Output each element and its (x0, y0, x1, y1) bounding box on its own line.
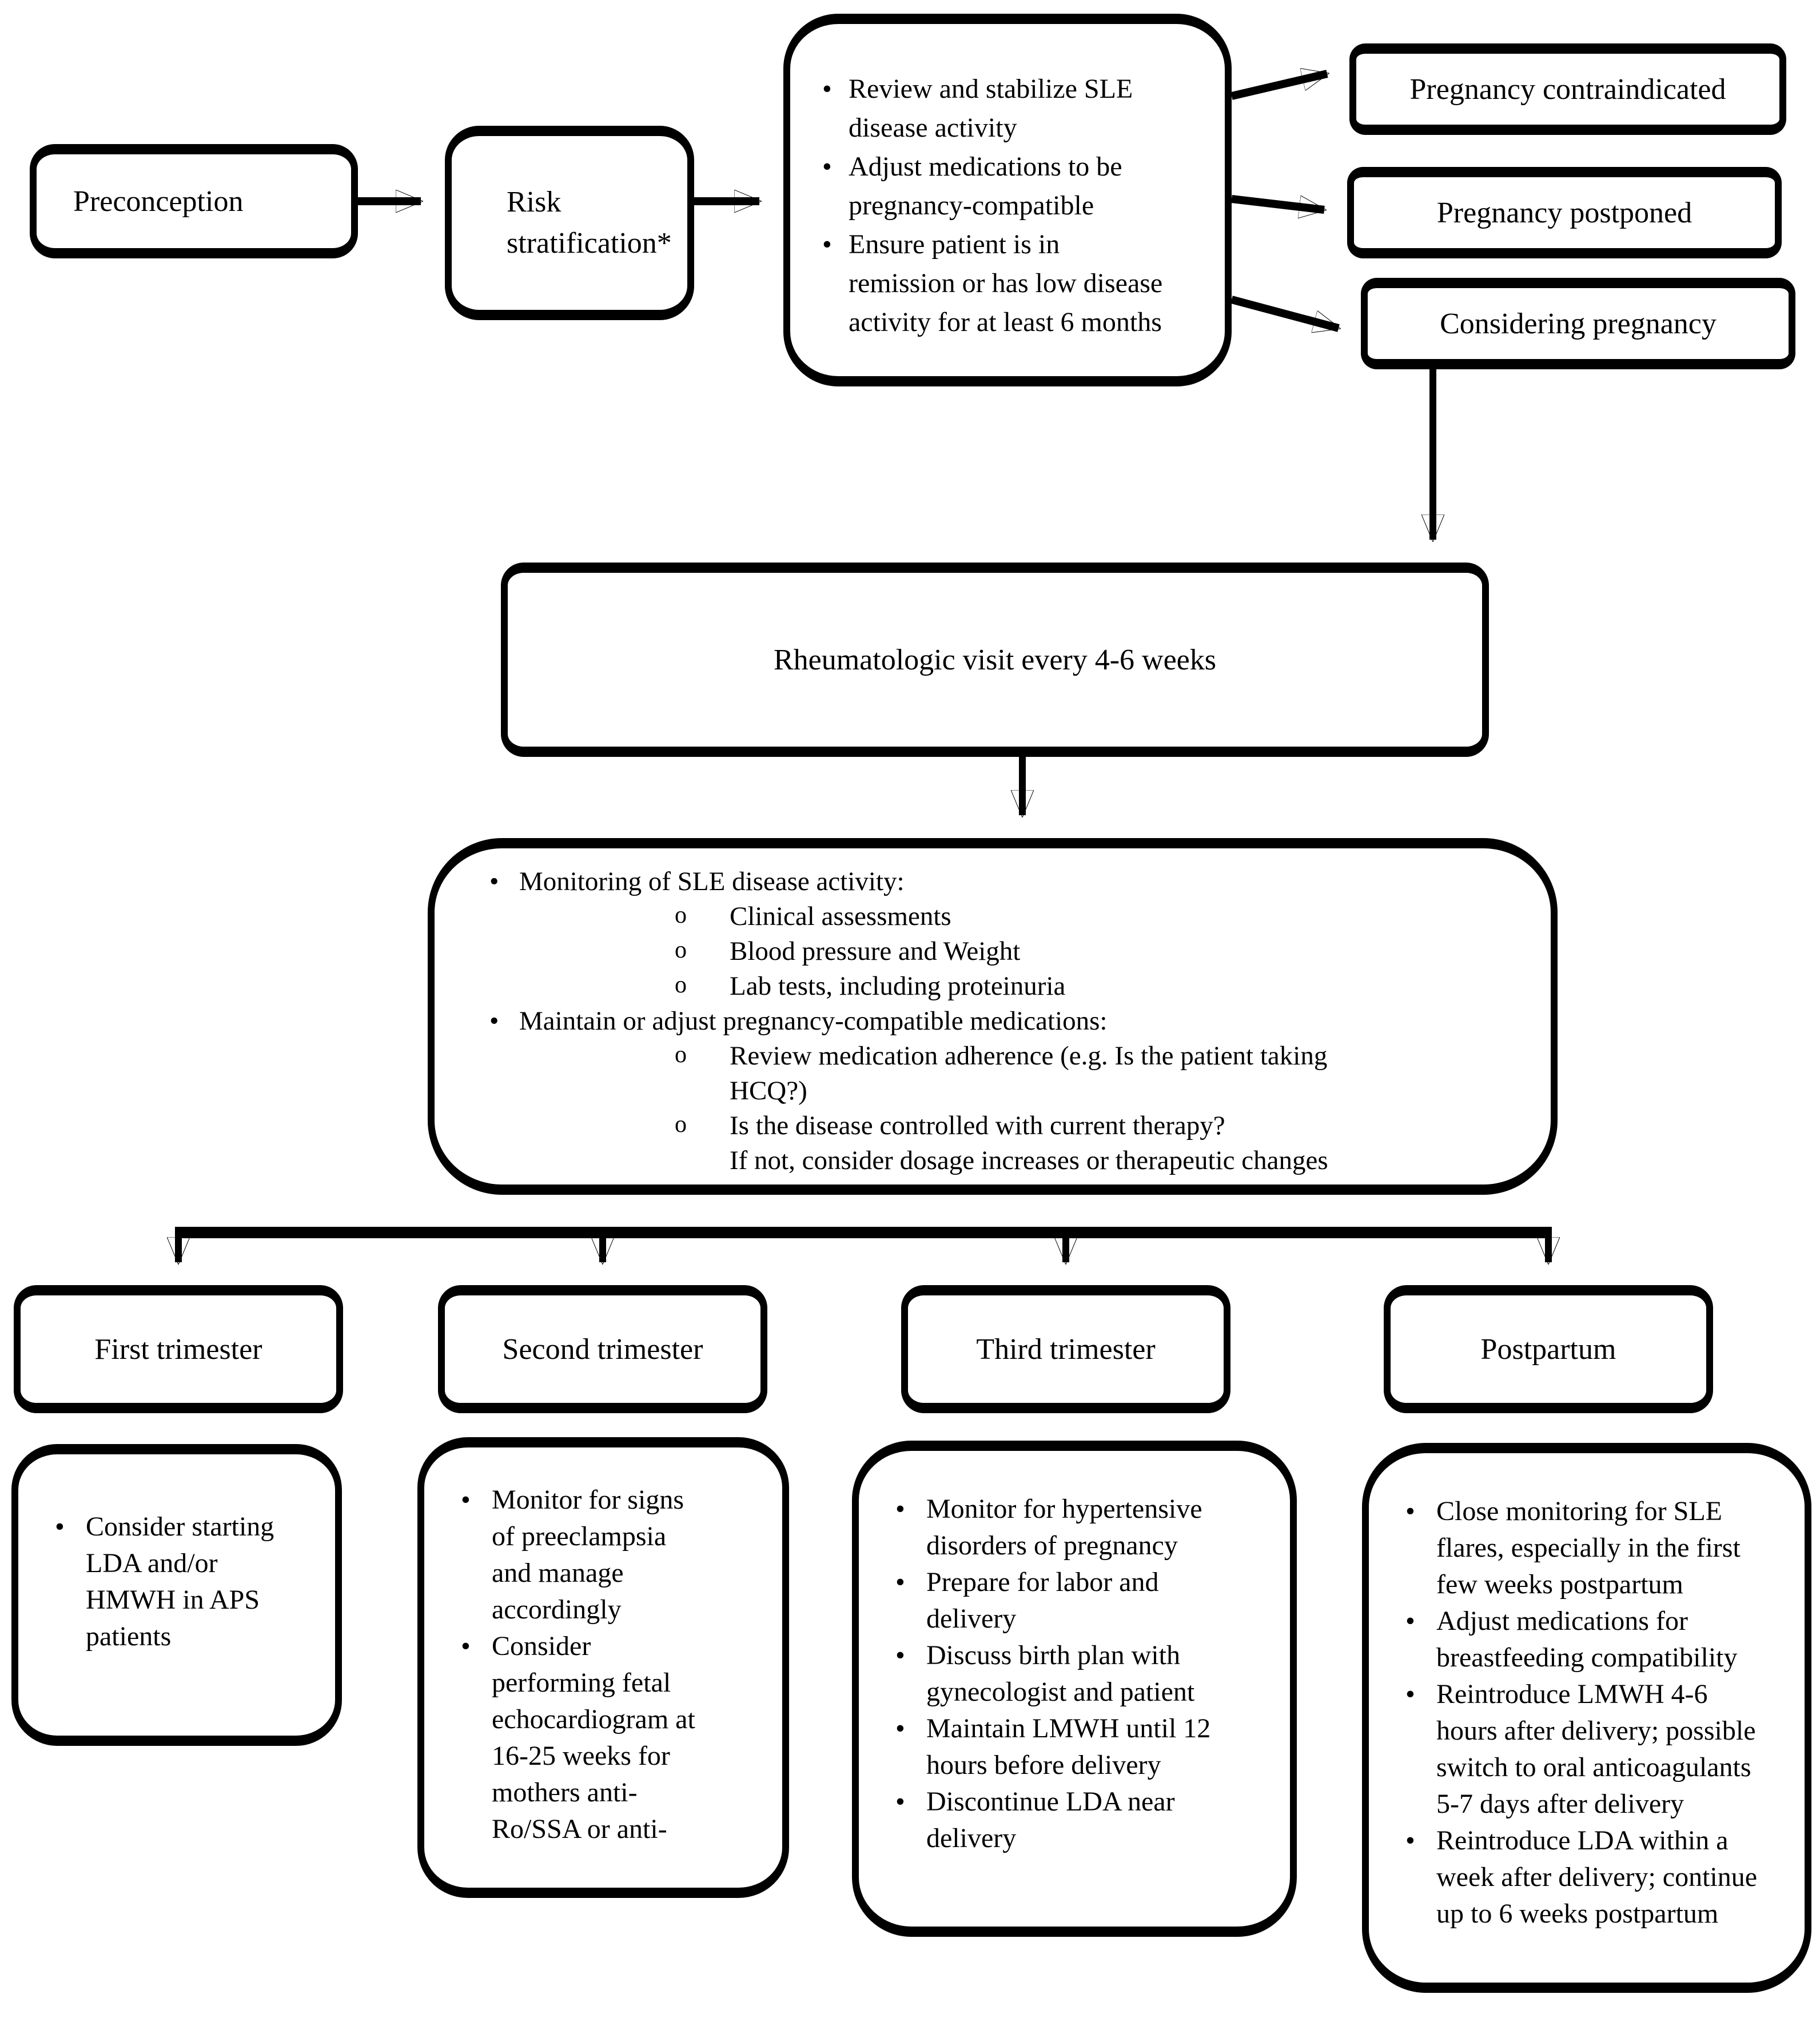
third-trimester-bullet: Discontinue LDA near delivery (859, 1784, 1290, 1857)
node-postpartum-details: Close monitoring for SLE flares, especia… (1362, 1443, 1811, 1993)
pregnancy-postponed-label: Pregnancy postponed (1436, 196, 1692, 229)
monitoring-subitem: Review medication adherence (e.g. Is the… (435, 1038, 1534, 1108)
monitoring-bullet: Monitoring of SLE disease activity: (435, 864, 1534, 899)
risk-stratification-label: Risk stratification* (507, 186, 672, 260)
node-pregnancy-contraindicated: Pregnancy contraindicated (1349, 43, 1786, 135)
monitoring-subitem: Lab tests, including proteinuria (435, 968, 1534, 1004)
postpartum-bullet: Reintroduce LDA within a week after deli… (1369, 1822, 1805, 1932)
third-trimester-bullet: Prepare for labor and delivery (859, 1564, 1290, 1637)
arrow-stabilization-to-contraindicated (1230, 74, 1327, 100)
monitoring-subitem: Clinical assessments (435, 898, 1534, 934)
postpartum-bullet: Close monitoring for SLE flares, especia… (1369, 1493, 1805, 1603)
node-first-trimester: First trimester (14, 1285, 343, 1413)
second-trimester-bullet: Consider performing fetal echocardiogram… (424, 1628, 782, 1848)
postpartum-bullet: Reintroduce LMWH 4-6 hours after deliver… (1369, 1676, 1805, 1822)
monitoring-subitem: Blood pressure and Weight (435, 933, 1534, 969)
considering-pregnancy-label: Considering pregnancy (1440, 307, 1717, 340)
monitoring-subitem: Is the disease controlled with current t… (435, 1107, 1534, 1178)
second-trimester-label: Second trimester (502, 1333, 703, 1366)
node-risk-stratification: Risk stratification* (445, 126, 694, 320)
rheumatologic-visit-label: Rheumatologic visit every 4-6 weeks (773, 643, 1217, 676)
stabilization-bullet: Ensure patient is in remission or has lo… (807, 225, 1217, 342)
node-rheumatologic-visit: Rheumatologic visit every 4-6 weeks (501, 563, 1489, 757)
node-third-trimester: Third trimester (901, 1285, 1230, 1413)
arrow-stabilization-to-considering (1230, 296, 1339, 328)
node-pregnancy-postponed: Pregnancy postponed (1347, 167, 1782, 258)
third-trimester-bullet: Discuss birth plan with gynecologist and… (859, 1637, 1290, 1710)
node-preconception: Preconception (30, 144, 358, 258)
first-trimester-bullet: Consider starting LDA and/or HMWH in APS… (18, 1509, 335, 1655)
node-considering-pregnancy: Considering pregnancy (1361, 278, 1795, 369)
node-monitoring-plan: Monitoring of SLE disease activity: Clin… (428, 838, 1558, 1195)
postpartum-bullet: Adjust medications for breastfeeding com… (1369, 1603, 1805, 1676)
node-first-trimester-details: Consider starting LDA and/or HMWH in APS… (11, 1444, 342, 1746)
stabilization-bullet: Review and stabilize SLE disease activit… (807, 70, 1217, 147)
third-trimester-bullet: Monitor for hypertensive disorders of pr… (859, 1491, 1290, 1564)
node-third-trimester-details: Monitor for hypertensive disorders of pr… (852, 1441, 1297, 1937)
stabilization-bullet: Adjust medications to be pregnancy-compa… (807, 147, 1217, 225)
node-second-trimester: Second trimester (438, 1285, 767, 1413)
second-trimester-bullet: Monitor for signs of preeclampsia and ma… (424, 1482, 782, 1628)
pregnancy-contraindicated-label: Pregnancy contraindicated (1409, 73, 1726, 106)
monitoring-bullet: Maintain or adjust pregnancy-compatible … (435, 1004, 1534, 1039)
node-stabilization-checklist: Review and stabilize SLE disease activit… (783, 14, 1232, 386)
first-trimester-label: First trimester (94, 1333, 262, 1366)
third-trimester-bullet: Maintain LMWH until 12 hours before deli… (859, 1710, 1290, 1784)
arrow-stabilization-to-postponed (1231, 195, 1324, 210)
third-trimester-label: Third trimester (976, 1333, 1156, 1366)
postpartum-label: Postpartum (1480, 1333, 1616, 1366)
node-second-trimester-details: Monitor for signs of preeclampsia and ma… (417, 1437, 789, 1898)
node-postpartum: Postpartum (1384, 1285, 1713, 1413)
preconception-label: Preconception (73, 185, 244, 218)
